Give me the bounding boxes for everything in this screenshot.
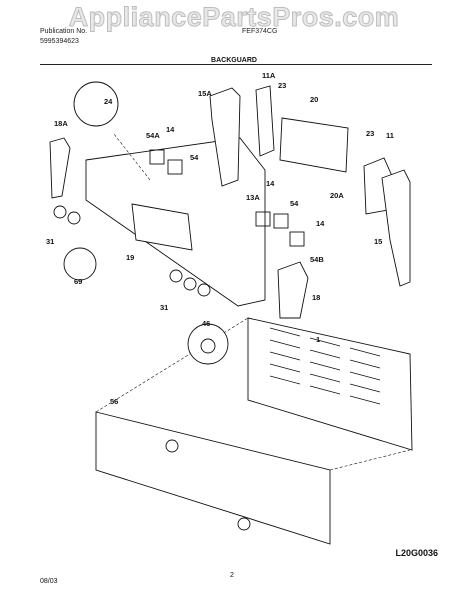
part-15-bracket — [381, 169, 411, 287]
callout-14-right: 14 — [316, 219, 325, 228]
callout-24: 24 — [104, 97, 113, 106]
callout-1: 1 — [316, 335, 320, 344]
callout-31-bottom: 31 — [160, 303, 168, 312]
back-panel-vents — [269, 327, 381, 405]
callout-18a: 18A — [54, 119, 68, 128]
detail-69-callout-circle — [63, 247, 97, 281]
callout-23-top: 23 — [278, 81, 286, 90]
callout-11a: 11A — [262, 71, 276, 80]
part-56-trim — [95, 411, 331, 545]
callout-19: 19 — [126, 253, 134, 262]
callout-18: 18 — [312, 293, 320, 302]
alignment-lines — [95, 133, 411, 471]
trim-hole-1 — [165, 439, 179, 453]
part-15a-bracket — [209, 87, 241, 187]
knob-31-3 — [169, 269, 183, 283]
watermark-text: AppliancePartsPros.com — [68, 2, 400, 33]
detail-46-callout-circle — [187, 323, 229, 365]
part-18a-end-cap — [49, 137, 71, 199]
model-number: FEF374CG — [242, 28, 278, 35]
callout-14-top: 14 — [166, 125, 175, 134]
part-11a-clip — [255, 85, 275, 157]
part-54a-switch — [149, 149, 165, 165]
callout-13a: 13A — [246, 193, 260, 202]
callout-31-left: 31 — [46, 237, 54, 246]
callout-54a: 54A — [146, 131, 160, 140]
knob-31-4 — [183, 277, 197, 291]
callout-56: 56 — [110, 397, 118, 406]
knob-31-2 — [67, 211, 81, 225]
callout-11: 11 — [386, 131, 394, 140]
callout-46: 46 — [202, 319, 210, 328]
part-46-knob-cap — [200, 338, 216, 354]
callout-14-mid: 14 — [266, 179, 275, 188]
callout-54-mid: 54 — [290, 199, 299, 208]
panel-window — [131, 203, 193, 251]
publication-label: Publication No. — [40, 28, 88, 35]
part-54-switch-2 — [273, 213, 289, 229]
part-54b-switch — [289, 231, 305, 247]
callout-20a: 20A — [330, 191, 344, 200]
footer-page: 2 — [230, 572, 234, 579]
callout-54b: 54B — [310, 255, 324, 264]
callout-15: 15 — [374, 237, 382, 246]
footer-date: 08/03 — [40, 578, 58, 585]
knob-31-1 — [53, 205, 67, 219]
callout-54-top: 54 — [190, 153, 199, 162]
callout-23-right: 23 — [366, 129, 374, 138]
part-1-back-panel — [247, 317, 413, 451]
publication-number: 5995394623 — [40, 38, 79, 45]
callout-15a: 15A — [198, 89, 212, 98]
header-rule — [40, 64, 432, 65]
section-title: BACKGUARD — [211, 57, 257, 64]
part-18-end-cap — [277, 261, 309, 319]
part-13a-switch — [255, 211, 271, 227]
detail-24-callout-circle — [73, 81, 119, 127]
part-54-switch — [167, 159, 183, 175]
callout-69: 69 — [74, 277, 82, 286]
callout-20: 20 — [310, 95, 318, 104]
part-20-control-board — [279, 117, 349, 173]
drawing-code: L20G0036 — [395, 548, 438, 558]
trim-hole-2 — [237, 517, 251, 531]
knob-31-5 — [197, 283, 211, 297]
